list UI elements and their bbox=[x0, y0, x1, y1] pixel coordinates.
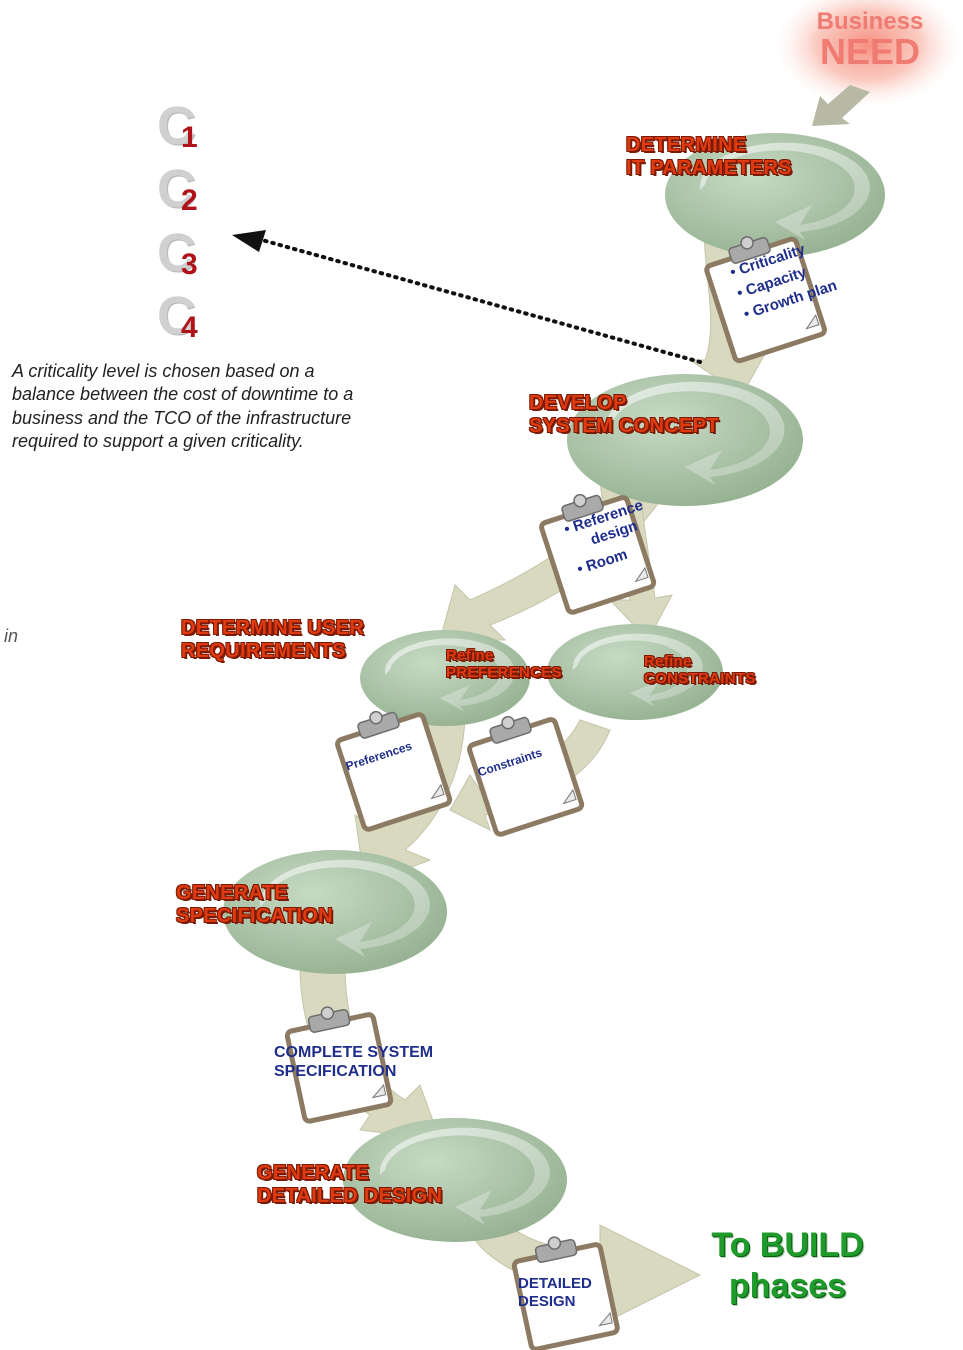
stage-line: Refine bbox=[644, 653, 692, 670]
business-need-glow bbox=[776, 0, 960, 107]
clipboard-constraints bbox=[467, 715, 585, 837]
to-build-line2: phases bbox=[728, 1266, 847, 1305]
criticality-note: A criticality level is chosen based on a… bbox=[12, 361, 354, 452]
stage-line: DETAILED DESIGN bbox=[257, 1185, 443, 1207]
to-build-label: To BUILD phases bbox=[690, 1225, 885, 1307]
stage-user-req-label: DETERMINE USER REQUIREMENTS bbox=[181, 617, 364, 663]
to-build-line1: To BUILD bbox=[711, 1226, 864, 1264]
cut-off-text: in bbox=[4, 626, 19, 646]
clipboard-design bbox=[511, 1236, 620, 1350]
stage-develop-label: DEVELOP SYSTEM CONCEPT bbox=[529, 392, 719, 438]
business-need-line2: NEED bbox=[819, 31, 921, 72]
stage-determine-it-label: DETERMINE IT PARAMETERS bbox=[626, 134, 792, 180]
crit-letter: C bbox=[157, 159, 196, 219]
stage-line: GENERATE bbox=[176, 882, 289, 904]
clipboard-concept bbox=[539, 493, 657, 615]
stage-line: CONSTRAINTS bbox=[644, 669, 756, 687]
crit-letter: C bbox=[157, 286, 196, 346]
disc-refine-cons bbox=[547, 624, 723, 720]
stage-gen-design-label: GENERATE DETAILED DESIGN bbox=[257, 1162, 442, 1208]
crit-number: 2 bbox=[181, 184, 198, 217]
stage-discs bbox=[223, 133, 885, 1242]
disc-refine-pref bbox=[360, 630, 530, 726]
stage-refine-pref-label: Refine PREFERENCES bbox=[446, 647, 562, 681]
stage-line: REQUIREMENTS bbox=[181, 640, 346, 662]
crit-number: 1 bbox=[181, 121, 198, 154]
dotted-pointer bbox=[232, 230, 702, 364]
clip-item: DESIGN bbox=[518, 1293, 576, 1310]
crit-number: 3 bbox=[181, 248, 198, 281]
crit-letter: C bbox=[157, 96, 196, 156]
clipboard-spec bbox=[284, 1006, 394, 1124]
disc-gen-spec bbox=[223, 850, 447, 974]
business-need-line1: Business bbox=[816, 8, 924, 35]
clipboard-it-params bbox=[704, 236, 827, 364]
stage-line: DETERMINE bbox=[626, 134, 747, 156]
stage-gen-spec-label: GENERATE SPECIFICATION bbox=[176, 882, 333, 928]
stage-line: Refine bbox=[446, 647, 494, 664]
stage-line: DEVELOP bbox=[529, 392, 627, 414]
clip-item: DETAILED bbox=[518, 1275, 592, 1292]
disc-develop bbox=[567, 374, 803, 506]
clipboard-preferences bbox=[335, 710, 453, 832]
stage-line: PREFERENCES bbox=[446, 663, 562, 681]
disc-gen-design bbox=[343, 1118, 567, 1242]
need-arrow bbox=[812, 85, 870, 126]
stage-line: SPECIFICATION bbox=[176, 905, 333, 927]
crit-number: 4 bbox=[181, 311, 198, 344]
clip-spec-text: COMPLETE SYSTEM SPECIFICATION bbox=[274, 1043, 433, 1081]
stage-line: IT PARAMETERS bbox=[626, 157, 792, 179]
clip-item: COMPLETE SYSTEM bbox=[274, 1044, 434, 1061]
stage-line: GENERATE bbox=[257, 1162, 370, 1184]
crit-letter: C bbox=[157, 223, 196, 283]
business-need-label: Business NEED bbox=[800, 10, 940, 70]
stage-line: DETERMINE USER bbox=[181, 617, 365, 639]
clip-design-text: DETAILED DESIGN bbox=[518, 1275, 592, 1311]
stage-refine-cons-label: Refine CONSTRAINTS bbox=[644, 653, 756, 687]
disc-determine-it bbox=[665, 133, 885, 257]
stage-line: SYSTEM CONCEPT bbox=[529, 415, 719, 437]
clip-item: SPECIFICATION bbox=[274, 1063, 397, 1081]
clipboards bbox=[284, 236, 827, 1350]
